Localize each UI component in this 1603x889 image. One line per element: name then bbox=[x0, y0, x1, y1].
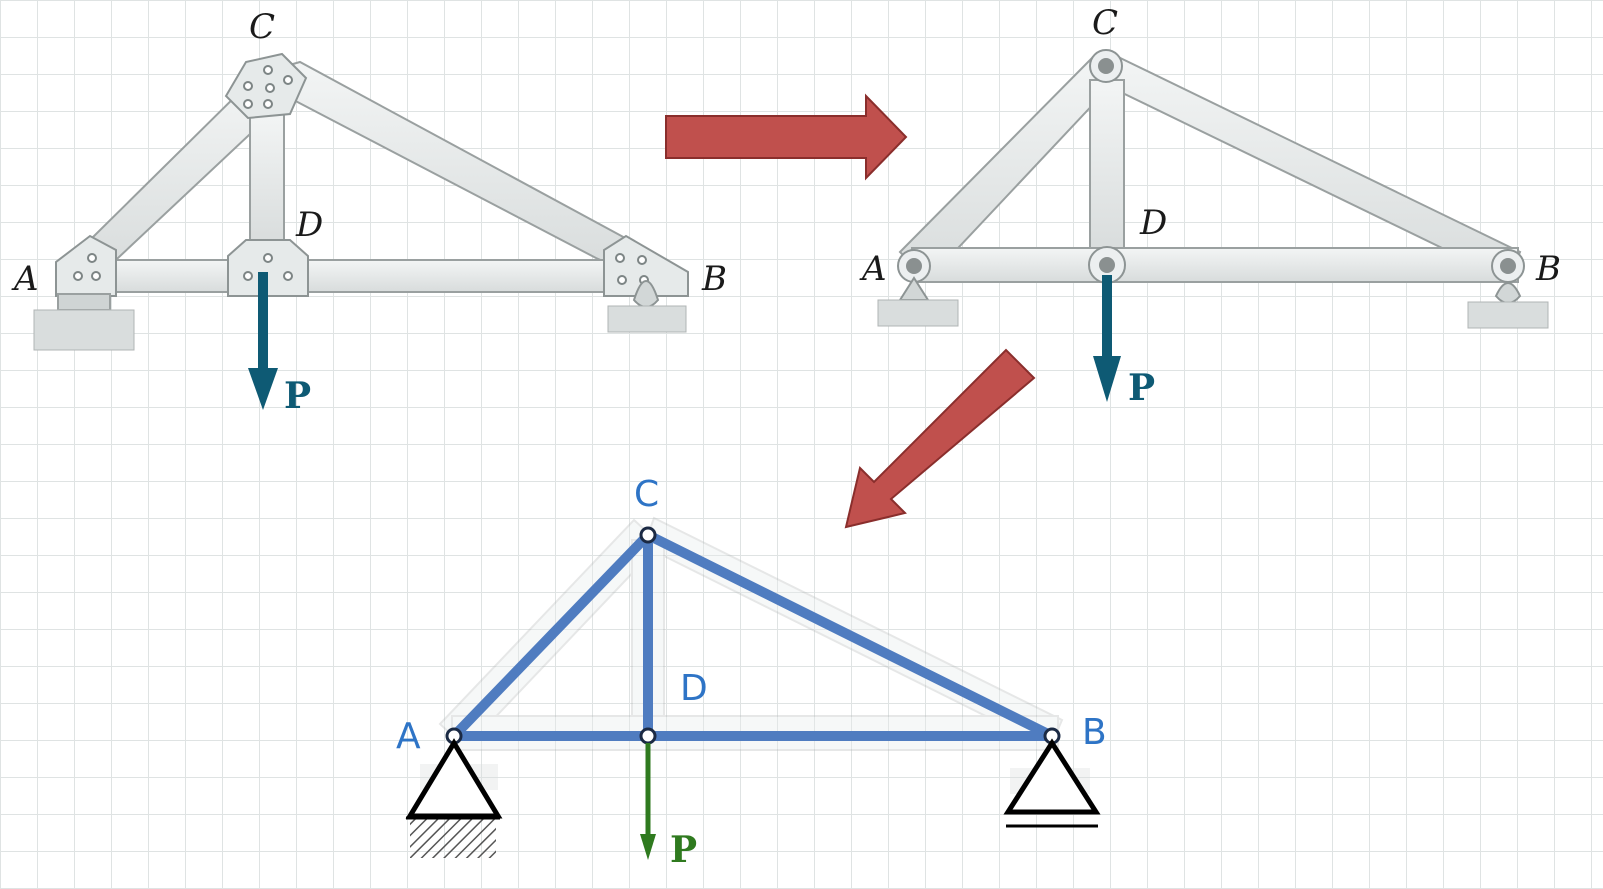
label-b: B bbox=[701, 259, 727, 299]
label-a: A bbox=[396, 716, 421, 757]
support-b-base bbox=[1467, 301, 1549, 329]
label-c: C bbox=[249, 7, 275, 47]
gusset-a bbox=[55, 234, 117, 297]
rivets bbox=[73, 65, 649, 285]
label-a: A bbox=[859, 249, 887, 289]
member-ad bbox=[111, 259, 233, 293]
pin-b-core bbox=[1500, 258, 1516, 274]
load-arrow-head bbox=[640, 834, 656, 860]
member-cd bbox=[1089, 79, 1125, 257]
panel-line-model: C D A B P bbox=[396, 474, 1107, 871]
support-b-triangle bbox=[1003, 738, 1101, 815]
support-a-block bbox=[57, 293, 111, 311]
member-ab bbox=[911, 247, 1519, 283]
member-cd bbox=[249, 111, 285, 247]
transition-arrow-right bbox=[665, 93, 908, 181]
label-b: B bbox=[1082, 712, 1107, 753]
pin-a-core bbox=[906, 258, 922, 274]
panel-pinned-truss: C D A B P bbox=[859, 3, 1561, 409]
member-cb-line bbox=[643, 530, 1057, 741]
joint-d bbox=[639, 727, 657, 745]
member-cb bbox=[1102, 52, 1522, 282]
load-arrow-head bbox=[1093, 356, 1121, 402]
support-a-triangle bbox=[405, 738, 503, 819]
label-p: P bbox=[670, 829, 697, 871]
label-c: C bbox=[1092, 3, 1118, 43]
member-ac-line bbox=[449, 530, 653, 741]
label-p: P bbox=[284, 375, 311, 417]
pin-d-core bbox=[1099, 257, 1115, 273]
panel-real-truss: C D A B P bbox=[11, 7, 727, 417]
support-b-rocker bbox=[1494, 282, 1522, 304]
label-b: B bbox=[1535, 249, 1561, 289]
pin-c-core bbox=[1098, 58, 1114, 74]
member-db bbox=[303, 259, 605, 293]
label-d: D bbox=[295, 205, 323, 245]
transition-arrow-down-left bbox=[844, 348, 1036, 529]
support-a-ground-hatch bbox=[410, 818, 496, 858]
load-arrow-head bbox=[248, 368, 278, 410]
label-c: C bbox=[634, 474, 659, 515]
ghost-truss bbox=[420, 516, 1090, 794]
joint-c bbox=[639, 526, 657, 544]
label-d: D bbox=[680, 668, 708, 709]
member-ac bbox=[898, 54, 1118, 282]
member-cb bbox=[270, 60, 642, 274]
label-p: P bbox=[1128, 367, 1155, 409]
label-d: D bbox=[1139, 203, 1167, 243]
support-b-base bbox=[607, 305, 687, 333]
support-a-base bbox=[33, 309, 135, 351]
support-a-base bbox=[877, 299, 959, 327]
gusset-d bbox=[227, 239, 309, 297]
label-a: A bbox=[11, 259, 39, 299]
